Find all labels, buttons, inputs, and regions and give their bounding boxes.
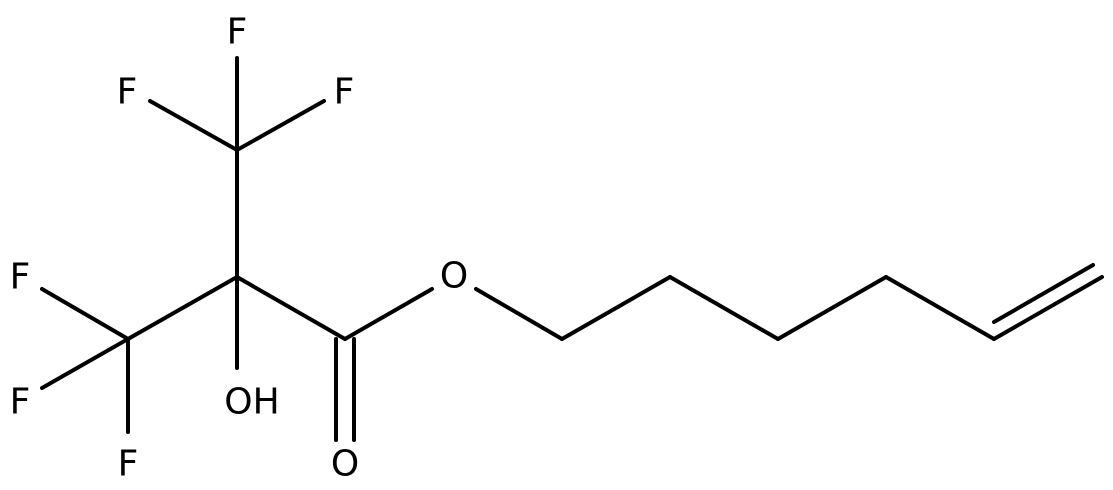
atom-f-left-upper: F <box>10 257 31 298</box>
atom-f-left-lower: F <box>10 382 31 423</box>
bond-alkene-double-b <box>992 263 1095 324</box>
bond-ester-oxygen-to-chain <box>474 287 564 341</box>
atom-hydroxyl: OH <box>224 382 279 423</box>
bond-central-to-cf3-lower <box>126 275 239 341</box>
bonds <box>40 56 1104 442</box>
bond-chain-3 <box>776 275 888 341</box>
atom-labels: F F F F F F OH O O <box>10 12 469 485</box>
bond-cf3-lower-to-f-left-lower <box>40 337 130 390</box>
bond-chain-1 <box>560 275 672 341</box>
bond-cf3-lower-to-f-left-upper <box>40 287 130 341</box>
atom-carbonyl-oxygen: O <box>331 444 359 485</box>
atom-f-top: F <box>227 12 248 53</box>
bond-central-to-carbonyl-carbon <box>235 275 347 341</box>
bond-alkene-double-a <box>992 275 1104 341</box>
bond-carbonyl-carbon-to-ester-oxygen <box>343 287 434 341</box>
atom-ester-oxygen: O <box>440 256 468 297</box>
atom-f-bottom: F <box>118 444 139 485</box>
bond-cf3-upper-to-f-top-left <box>148 99 239 152</box>
bond-cf3-upper-to-f-top-right <box>235 99 326 152</box>
atom-f-top-left: F <box>117 72 138 113</box>
atom-f-top-right: F <box>334 72 355 113</box>
bond-chain-2 <box>668 275 780 341</box>
bond-chain-4 <box>884 275 996 341</box>
